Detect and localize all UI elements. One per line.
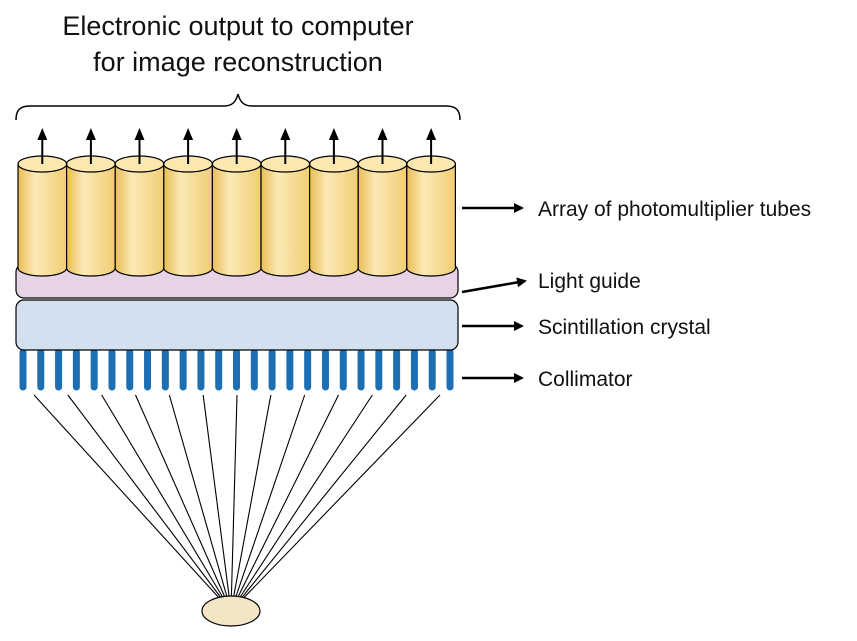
label-collimator: Collimator — [538, 368, 633, 391]
label-scintillation-crystal: Scintillation crystal — [538, 316, 711, 339]
gamma-ray — [230, 394, 339, 612]
gamma-ray — [230, 394, 272, 612]
label-light-guide: Light guide — [538, 270, 641, 293]
gamma-ray — [230, 394, 306, 612]
gamma-ray — [168, 394, 232, 612]
photomultiplier-tube — [17, 155, 68, 277]
gamma-ray — [134, 394, 232, 612]
pmt-output-arrows — [37, 128, 437, 164]
photomultiplier-tube — [406, 155, 457, 277]
title-line-2: for image reconstruction — [93, 47, 383, 77]
scintillation-crystal — [15, 299, 459, 351]
output-arrowhead — [134, 128, 145, 140]
photomultiplier-tube — [163, 155, 214, 277]
photomultiplier-tube — [114, 155, 165, 277]
gamma-ray — [67, 394, 232, 612]
radiation-source — [201, 595, 261, 627]
title-line-1: Electronic output to computer — [62, 11, 413, 41]
light-guide-pointer-arrow — [461, 277, 527, 294]
gamma-rays — [33, 394, 441, 612]
label-pmt-array: Array of photomultiplier tubes — [538, 198, 811, 221]
output-arrowhead — [328, 128, 339, 140]
photomultiplier-tube — [211, 155, 262, 277]
gamma-ray — [230, 394, 238, 612]
photomultiplier-tube — [260, 155, 311, 277]
gamma-ray — [230, 394, 373, 612]
gamma-ray — [33, 394, 232, 612]
output-brace — [15, 93, 461, 121]
output-arrowhead — [85, 128, 96, 140]
output-arrowhead — [231, 128, 242, 140]
gamma-ray — [202, 394, 232, 612]
photomultiplier-tube — [309, 155, 359, 277]
output-arrowhead — [37, 128, 48, 140]
photomultiplier-tube-array — [17, 155, 457, 277]
gamma-ray — [101, 394, 232, 612]
gamma-ray — [230, 394, 441, 612]
photomultiplier-tube — [66, 155, 116, 277]
output-arrowhead — [426, 128, 437, 140]
output-arrowhead — [183, 128, 194, 140]
gamma-ray — [230, 394, 407, 612]
photomultiplier-tube — [357, 155, 408, 277]
output-arrowhead — [377, 128, 388, 140]
output-arrowhead — [280, 128, 291, 140]
collimator — [19, 348, 454, 391]
